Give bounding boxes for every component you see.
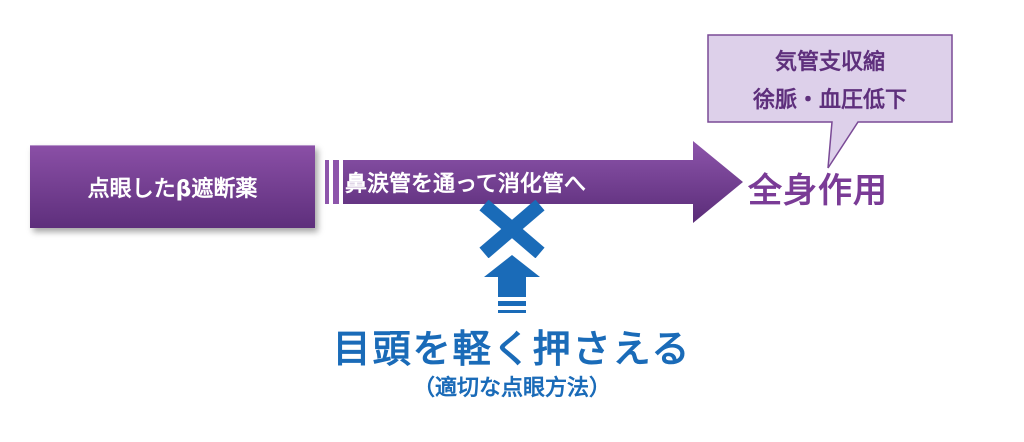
proper-instillation-label: （適切な点眼方法）: [412, 376, 611, 401]
instilled-beta-blocker-box: 点眼したβ遮断薬: [30, 145, 315, 228]
side-effect-callout: [707, 34, 953, 169]
pathway-arrow: [325, 141, 743, 223]
pathway-label: 鼻涙管を通って消化管へ: [345, 172, 586, 197]
systemic-effect-label: 全身作用: [748, 171, 888, 211]
drug-box-label: 点眼したβ遮断薬: [87, 177, 258, 202]
cross-icon: [479, 200, 545, 258]
callout-text: 気管支収縮 徐脈・血圧低下: [708, 44, 952, 120]
up-arrow-icon: [484, 255, 540, 313]
callout-line-1: 気管支収縮: [774, 50, 885, 75]
callout-line-2: 徐脈・血圧低下: [752, 88, 907, 113]
press-inner-corner-label: 目頭を軽く押さえる: [332, 327, 692, 371]
